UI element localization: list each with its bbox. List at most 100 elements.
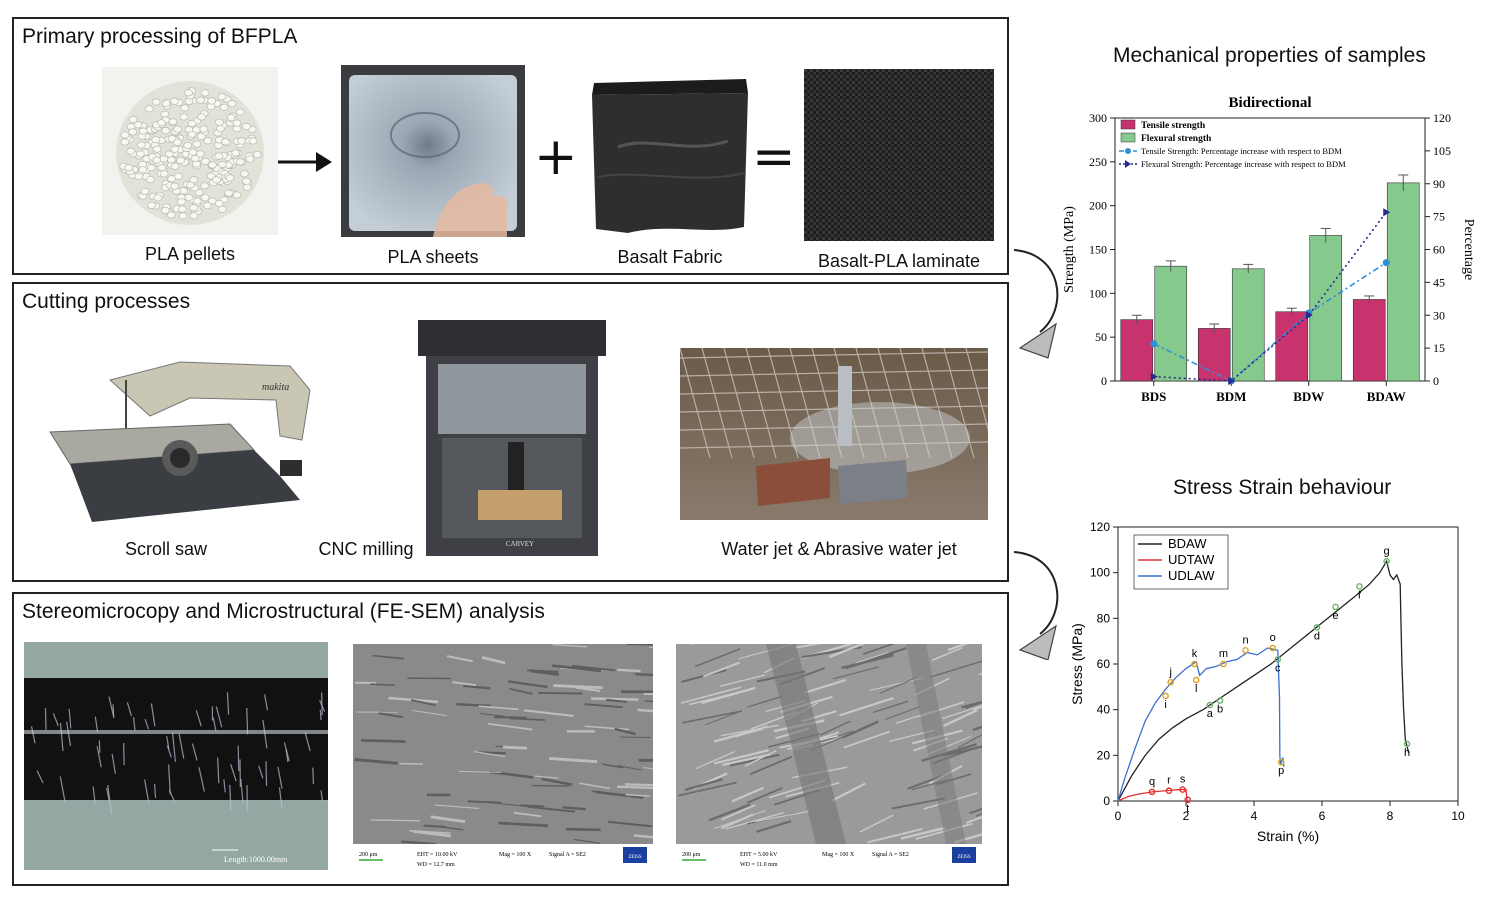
bar-flexural bbox=[1154, 265, 1188, 382]
annotation-point bbox=[1332, 603, 1339, 611]
bar-flexural bbox=[1231, 268, 1265, 382]
x-tick-label: 10 bbox=[1451, 809, 1465, 823]
fe-sem-image-2: 200 μm EHT = 5.00 kV WD = 11.0 mm Mag = … bbox=[676, 644, 982, 876]
annotation-label: s bbox=[1180, 774, 1186, 786]
sem2-logo: ZEISS bbox=[957, 855, 971, 860]
zeiss-logo-icon bbox=[623, 847, 647, 863]
annotation-label: k bbox=[1192, 648, 1198, 660]
line-marker bbox=[1150, 372, 1158, 381]
x-tick-label: BDAW bbox=[1367, 389, 1406, 404]
sem2-signal: Signal A = SE2 bbox=[872, 852, 909, 858]
y-axis-label: Strength (MPa) bbox=[1062, 206, 1077, 293]
annotation-label: b bbox=[1217, 704, 1223, 716]
legend-label: UDLAW bbox=[1168, 568, 1215, 583]
x-tick-label: 0 bbox=[1115, 809, 1122, 823]
annotation-label: r bbox=[1167, 775, 1171, 787]
annotation-label: o bbox=[1270, 632, 1276, 644]
connector-arrows bbox=[1013, 249, 1059, 660]
line-marker bbox=[1382, 259, 1390, 267]
annotation-point bbox=[1167, 678, 1174, 686]
water-jet-photo bbox=[680, 348, 988, 520]
annotation-label: d bbox=[1314, 630, 1320, 642]
legend-label: Flexural strength bbox=[1141, 134, 1212, 144]
microscopy-panel: Stereomicrocopy and Microstructural (FE-… bbox=[12, 592, 1009, 886]
sem2-mag: Mag = 100 X bbox=[822, 852, 855, 858]
y2-tick-label: 90 bbox=[1433, 177, 1445, 191]
y2-axis-label: Percentage bbox=[1461, 219, 1476, 280]
annotation-label: j bbox=[1168, 666, 1171, 678]
annotation-point bbox=[1220, 660, 1227, 668]
y-tick-label: 100 bbox=[1090, 566, 1110, 580]
annotation-label: i bbox=[1164, 699, 1166, 711]
annotation-label: e bbox=[1333, 610, 1339, 622]
annotation-label: l bbox=[1195, 683, 1197, 695]
legend-swatch bbox=[1120, 132, 1136, 143]
plus-operator: + bbox=[534, 127, 578, 187]
process-arrow-icon bbox=[276, 147, 334, 177]
bar-flexural bbox=[1309, 235, 1343, 382]
legend-marker bbox=[1125, 148, 1131, 154]
scroll-saw-caption: Scroll saw bbox=[124, 539, 208, 559]
annotation-label: n bbox=[1242, 634, 1248, 646]
annotation-point bbox=[1206, 701, 1214, 709]
bar-chart: Bidirectional050100150200250300015304560… bbox=[1062, 95, 1476, 404]
y-tick-label: 80 bbox=[1097, 611, 1111, 625]
sem1-logo: ZEISS bbox=[628, 855, 642, 860]
line-marker bbox=[1305, 311, 1313, 320]
y-tick-label: 50 bbox=[1095, 330, 1107, 344]
y2-tick-label: 105 bbox=[1433, 144, 1451, 158]
x-tick-label: 2 bbox=[1183, 809, 1190, 823]
fe-sem-image-1: 200 μm EHT = 10.00 kV WD = 12.7 mm Mag =… bbox=[353, 644, 653, 876]
y-tick-label: 20 bbox=[1097, 748, 1111, 762]
y-tick-label: 250 bbox=[1089, 155, 1107, 169]
stress-strain-title: Stress Strain behaviour bbox=[1173, 476, 1392, 499]
legend-marker bbox=[1125, 160, 1131, 168]
legend-label: UDTAW bbox=[1168, 552, 1215, 567]
pla-pellets-caption: PLA pellets bbox=[144, 244, 236, 264]
curve-udlaw bbox=[1117, 647, 1285, 802]
annotation-point bbox=[1274, 656, 1282, 663]
basalt-pla-laminate-caption: Basalt-PLA laminate bbox=[817, 251, 981, 271]
legend-swatch bbox=[1120, 119, 1136, 130]
annotation-label: c bbox=[1275, 662, 1281, 674]
connector-arrowhead-1-icon bbox=[1018, 322, 1057, 359]
sem2-wd: WD = 11.0 mm bbox=[740, 862, 778, 868]
primary-processing-title: Primary processing of BFPLA bbox=[22, 25, 298, 48]
y2-tick-label: 45 bbox=[1433, 275, 1445, 289]
y2-tick-label: 0 bbox=[1433, 374, 1439, 388]
x-tick-label: BDM bbox=[1216, 389, 1246, 404]
annotation-label: a bbox=[1207, 708, 1214, 720]
connector-arrowhead-2-icon bbox=[1018, 624, 1057, 660]
y-tick-label: 40 bbox=[1097, 703, 1111, 717]
annotation-label: p bbox=[1278, 765, 1284, 777]
stereo-scale-label: Length:1000.00mm bbox=[224, 855, 288, 864]
annotation-point bbox=[1313, 624, 1321, 631]
percentage-line-flexural bbox=[1153, 211, 1387, 382]
legend-label: Tensile strength bbox=[1141, 121, 1206, 131]
y2-tick-label: 15 bbox=[1433, 341, 1445, 355]
water-jet-caption: Water jet & Abrasive water jet bbox=[721, 539, 957, 559]
stereomicroscopy-photo: Length:1000.00mm bbox=[24, 642, 328, 870]
annotation-point bbox=[1191, 660, 1198, 668]
y2-tick-label: 75 bbox=[1433, 210, 1445, 224]
pla-sheets-caption: PLA sheets bbox=[387, 247, 479, 267]
x-tick-label: BDW bbox=[1293, 389, 1324, 404]
annotation-label: g bbox=[1384, 545, 1390, 557]
line-marker bbox=[1383, 208, 1391, 217]
x-tick-label: 8 bbox=[1387, 809, 1394, 823]
y-tick-label: 0 bbox=[1103, 794, 1110, 808]
cutting-processes-panel: Cutting processes makita Scroll saw CARV… bbox=[12, 282, 1009, 582]
legend-label: Tensile Strength: Percentage increase wi… bbox=[1141, 146, 1342, 156]
sem1-eht: EHT = 10.00 kV bbox=[417, 852, 458, 858]
cnc-milling-photo: CARVEY bbox=[412, 314, 612, 564]
pla-pellets-photo bbox=[102, 67, 278, 235]
basalt-pla-laminate-photo bbox=[804, 69, 994, 241]
zeiss-logo-icon bbox=[952, 847, 976, 863]
basalt-fabric-photo bbox=[588, 77, 752, 239]
microscopy-title: Stereomicrocopy and Microstructural (FE-… bbox=[22, 600, 545, 623]
line-marker bbox=[1150, 340, 1158, 348]
annotation-point bbox=[1184, 796, 1191, 804]
connector-arrow-2-icon bbox=[1013, 551, 1059, 635]
bar-tensile bbox=[1275, 311, 1309, 382]
